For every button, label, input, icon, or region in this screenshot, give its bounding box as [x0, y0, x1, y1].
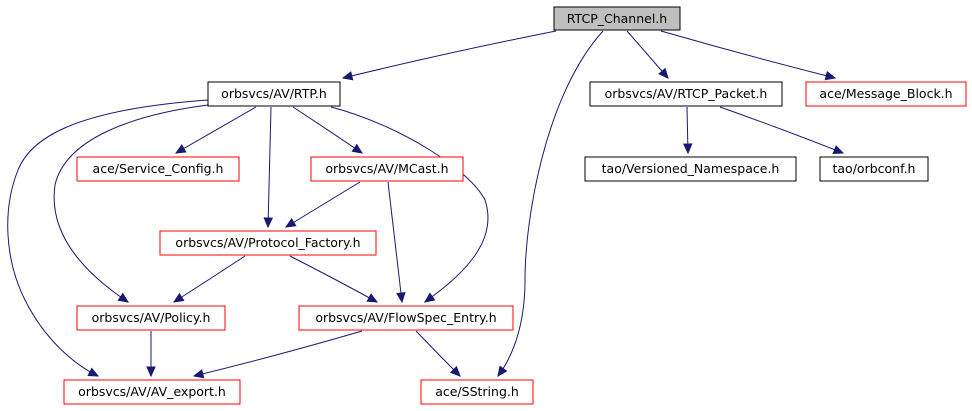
arrowhead [366, 293, 379, 303]
node-flowspec-entry-label: orbsvcs/AV/FlowSpec_Entry.h [315, 310, 496, 325]
edge-line [289, 255, 378, 303]
arrowhead [824, 71, 837, 81]
node-av-export-label: orbsvcs/AV/AV_export.h [78, 384, 226, 399]
node-message-block-label: ace/Message_Block.h [819, 86, 952, 101]
node-orbconf-label[interactable]: tao/orbconf.h [833, 161, 916, 176]
node-mcast: orbsvcs/AV/MCast.h [310, 156, 464, 182]
node-rtcp-packet-box[interactable] [589, 81, 783, 107]
edge-rtcp_channel-to-message_block [660, 30, 837, 81]
arrowhead [658, 67, 669, 79]
node-mcast-box [310, 156, 464, 182]
edge-line [173, 255, 246, 303]
edge-line [193, 330, 363, 377]
arrowhead [424, 292, 436, 303]
edge-line [7, 99, 209, 377]
arrowhead [396, 292, 406, 304]
node-av-export-box [63, 379, 241, 405]
arrowhead [832, 145, 845, 154]
node-versioned-namespace-label[interactable]: tao/Versioned_Namespace.h [602, 161, 780, 176]
edge-flowspec_entry-to-sstring [415, 330, 461, 377]
edge-line [285, 181, 361, 228]
node-rtcp-channel-label: RTCP_Channel.h [567, 11, 667, 26]
edge-rtcp_packet-to-orbconf [719, 106, 845, 154]
node-message-block-box [805, 81, 967, 107]
node-service-config: ace/Service_Config.h [76, 156, 240, 182]
edge-line [719, 106, 844, 154]
node-policy: orbsvcs/AV/Policy.h [76, 305, 226, 331]
node-service-config-box [76, 156, 240, 182]
edge-rtcp_packet-to-versioned_namespace [683, 106, 693, 155]
edge-line [342, 30, 557, 79]
arrowhead [263, 217, 274, 229]
node-rtp-label[interactable]: orbsvcs/AV/RTP.h [221, 86, 327, 101]
node-rtcp-channel: RTCP_Channel.h [553, 6, 681, 31]
node-flowspec-entry: orbsvcs/AV/FlowSpec_Entry.h [298, 305, 514, 331]
edge-line [267, 106, 272, 228]
edge-line [330, 106, 489, 303]
arrowhead [172, 292, 185, 303]
node-policy-label: orbsvcs/AV/Policy.h [92, 310, 211, 325]
arrowhead [351, 143, 364, 154]
edges-layer [7, 30, 845, 379]
arrowhead [146, 366, 156, 378]
edge-rtp-to-protocol_factory [263, 106, 274, 229]
node-service-config-label: ace/Service_Config.h [93, 161, 224, 176]
arrowhead [449, 365, 461, 377]
arrowhead [87, 367, 100, 377]
edge-line [387, 181, 403, 303]
node-rtcp-packet[interactable]: orbsvcs/AV/RTCP_Packet.h [589, 81, 783, 107]
arrowhead [683, 143, 693, 155]
node-orbconf[interactable]: tao/orbconf.h [819, 156, 929, 182]
node-rtcp-packet-label[interactable]: orbsvcs/AV/RTCP_Packet.h [605, 86, 768, 101]
node-policy-box [76, 305, 226, 331]
edge-line [497, 30, 604, 377]
edge-protocol_factory-to-policy [172, 255, 246, 303]
edge-flowspec_entry-to-av_export [192, 330, 363, 379]
edge-rtcp_channel-to-rtcp_packet [626, 30, 669, 79]
edge-line [292, 106, 363, 154]
node-versioned-namespace[interactable]: tao/Versioned_Namespace.h [584, 156, 797, 182]
node-protocol-factory-box [159, 230, 377, 256]
node-rtp[interactable]: orbsvcs/AV/RTP.h [207, 81, 341, 107]
edge-rtp-to-mcast [292, 106, 364, 154]
node-protocol-factory-label: orbsvcs/AV/Protocol_Factory.h [175, 235, 360, 250]
node-rtcp-channel-box [553, 6, 681, 31]
arrowhead [192, 369, 205, 379]
edge-rtp-to-flowspec_entry [330, 106, 489, 303]
arrowhead [284, 217, 297, 228]
node-orbconf-box[interactable] [819, 156, 929, 182]
node-sstring-label: ace/SString.h [435, 384, 519, 399]
edge-line [660, 30, 836, 79]
node-message-block: ace/Message_Block.h [805, 81, 967, 107]
node-sstring-box [420, 379, 534, 405]
arrowhead [497, 365, 508, 377]
edge-rtp-to-service_config [174, 106, 257, 154]
arrowhead [174, 144, 187, 154]
node-mcast-label: orbsvcs/AV/MCast.h [325, 161, 448, 176]
node-versioned-namespace-box[interactable] [584, 156, 797, 182]
node-sstring: ace/SString.h [420, 379, 534, 405]
edge-rtcp_channel-to-sstring [497, 30, 604, 377]
edge-mcast-to-protocol_factory [284, 181, 361, 228]
edge-protocol_factory-to-flowspec_entry [289, 255, 379, 303]
edge-rtp-to-av_export [7, 99, 209, 377]
node-protocol-factory: orbsvcs/AV/Protocol_Factory.h [159, 230, 377, 256]
arrowhead [117, 292, 130, 303]
node-rtp-box[interactable] [207, 81, 341, 107]
node-av-export: orbsvcs/AV/AV_export.h [63, 379, 241, 405]
node-flowspec-entry-box [298, 305, 514, 331]
edge-policy-to-av_export [146, 331, 156, 378]
edge-line [175, 106, 257, 154]
edge-mcast-to-flowspec_entry [387, 181, 406, 304]
edge-rtcp_channel-to-rtp [341, 30, 557, 81]
arrowhead [341, 71, 354, 81]
edge-rtp-to-policy [53, 104, 209, 303]
edge-line [53, 104, 209, 303]
